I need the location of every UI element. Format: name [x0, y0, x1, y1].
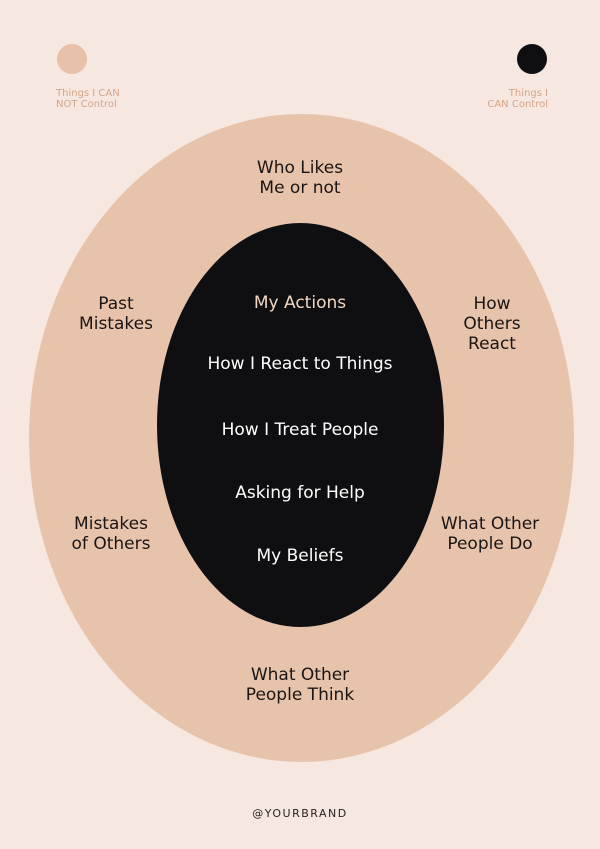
can-control-legend-dot	[517, 44, 547, 74]
outer-item-bottom: What Other People Think	[245, 665, 355, 705]
cannot-control-legend-dot	[57, 44, 87, 74]
outer-item-upper-left: Past Mistakes	[79, 294, 153, 334]
inner-item-how-i-treat-people: How I Treat People	[221, 420, 379, 440]
inner-item-asking-for-help: Asking for Help	[235, 483, 365, 503]
inner-item-how-i-react: How I React to Things	[207, 354, 393, 374]
inner-oval-can-control	[157, 223, 444, 627]
outer-item-lower-left: Mistakes of Others	[71, 514, 151, 554]
outer-item-lower-right: What Other People Do	[440, 514, 540, 554]
outer-item-top: Who Likes Me or not	[256, 158, 344, 198]
inner-item-my-beliefs: My Beliefs	[256, 546, 344, 566]
brand-footer: @YOURBRAND	[252, 807, 348, 820]
inner-item-my-actions: My Actions	[253, 293, 347, 313]
can-control-legend-label: Things I CAN Control	[487, 88, 548, 110]
cannot-control-legend-label: Things I CAN NOT Control	[56, 88, 120, 110]
outer-item-upper-right: How Others React	[463, 294, 521, 354]
